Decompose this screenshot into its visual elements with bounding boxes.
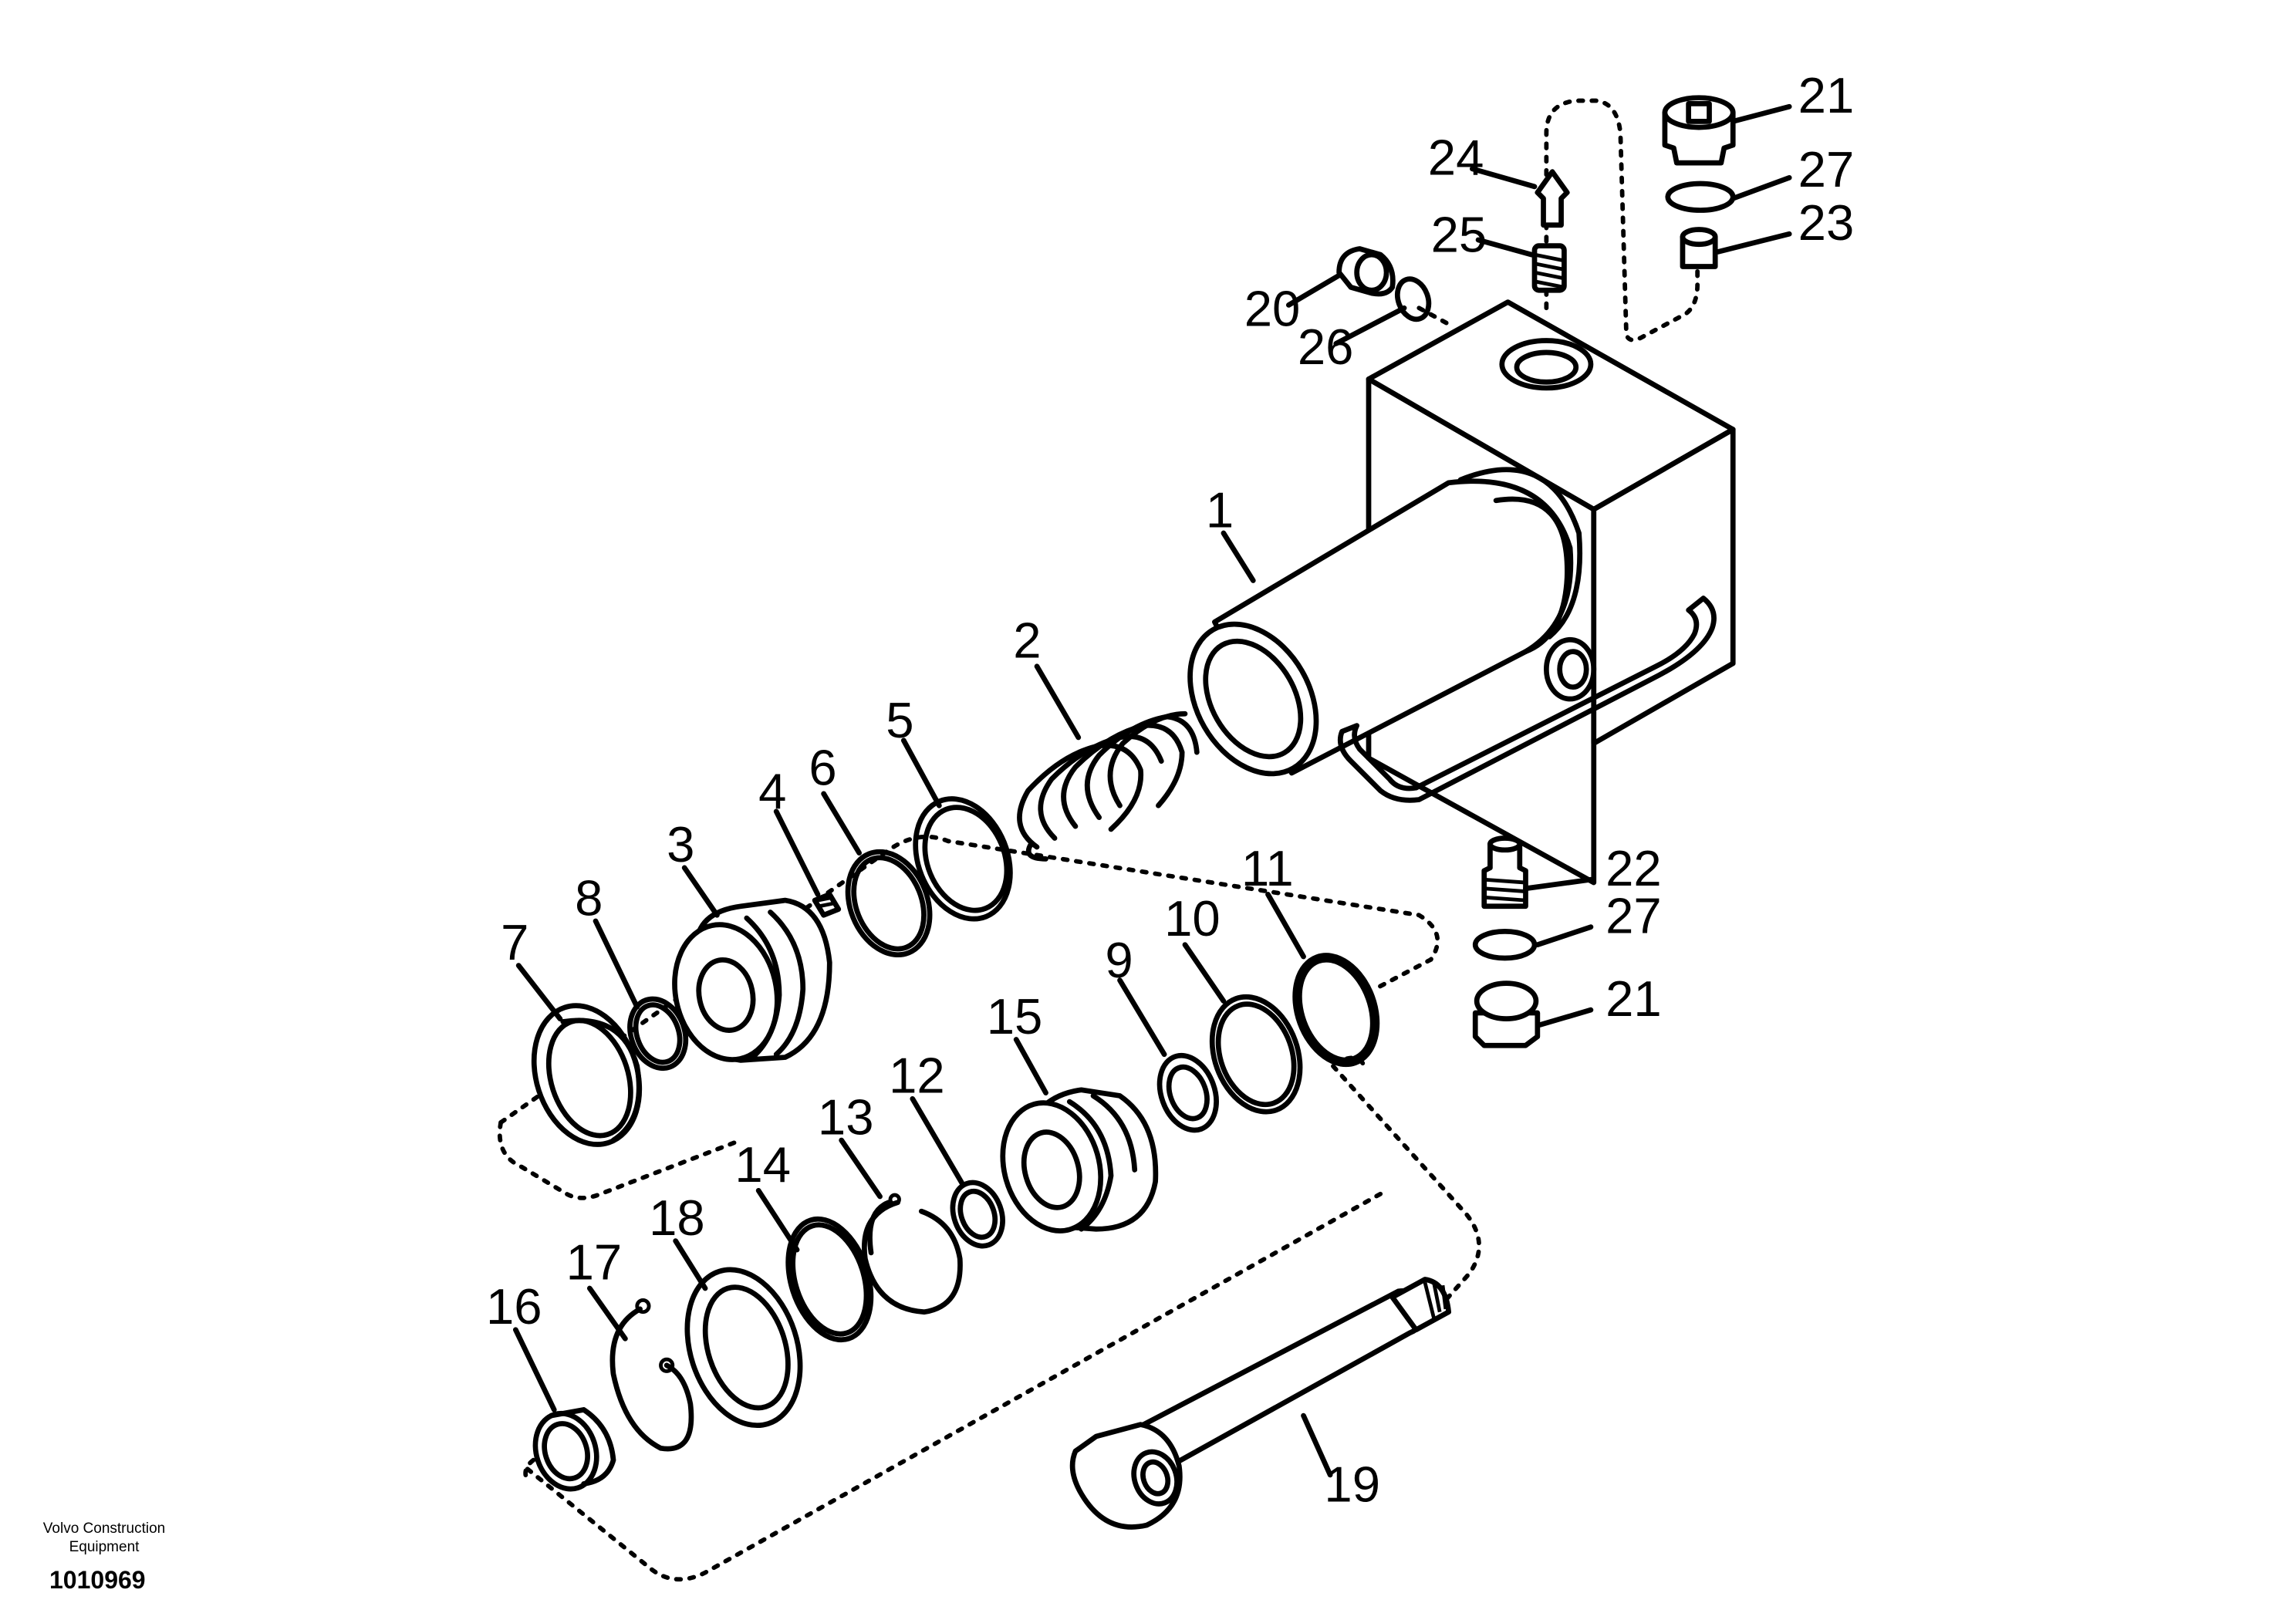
callout-27-top: 27 bbox=[1798, 141, 1855, 197]
plug-21-bottom bbox=[1472, 980, 1541, 1048]
manufacturer-line-2: Equipment bbox=[69, 1539, 140, 1555]
callout-5: 5 bbox=[886, 692, 913, 748]
callout-8: 8 bbox=[575, 869, 603, 926]
callout-7: 7 bbox=[501, 914, 528, 970]
document-number: 1010969 bbox=[49, 1566, 146, 1594]
o-ring-8 bbox=[627, 996, 689, 1072]
assembly-path-lines bbox=[497, 98, 1700, 1582]
callout-10: 10 bbox=[1164, 890, 1221, 947]
ring-9 bbox=[1156, 1052, 1219, 1133]
rod-guide-15 bbox=[1000, 1087, 1159, 1234]
callout-21-bottom: 21 bbox=[1606, 970, 1662, 1027]
snap-ring-13 bbox=[862, 1193, 963, 1315]
manufacturer-label: Volvo Construction Equipment bbox=[23, 1520, 185, 1557]
o-ring-14 bbox=[785, 1216, 874, 1343]
spring bbox=[1017, 710, 1200, 862]
snap-ring-17 bbox=[609, 1298, 694, 1452]
callout-13: 13 bbox=[818, 1088, 874, 1145]
o-ring-6 bbox=[845, 849, 933, 958]
callout-15: 15 bbox=[987, 988, 1043, 1045]
plug-20 bbox=[1336, 246, 1396, 297]
callout-12: 12 bbox=[889, 1048, 945, 1104]
callout-25: 25 bbox=[1431, 206, 1487, 262]
sleeve-7 bbox=[531, 1003, 643, 1147]
spring-25 bbox=[1531, 243, 1567, 293]
o-ring-27-top bbox=[1665, 181, 1736, 213]
callout-labels: 1 2 3 4 5 6 7 8 9 10 11 12 13 14 15 16 1… bbox=[486, 67, 1854, 1513]
callout-9: 9 bbox=[1105, 932, 1133, 988]
callout-14: 14 bbox=[734, 1136, 791, 1193]
plug-21-top bbox=[1662, 95, 1736, 166]
callout-23: 23 bbox=[1798, 194, 1855, 251]
nut-23 bbox=[1680, 227, 1718, 269]
callout-4: 4 bbox=[758, 763, 786, 819]
callout-21-top: 21 bbox=[1798, 67, 1855, 123]
ring-12 bbox=[950, 1180, 1005, 1249]
callout-18: 18 bbox=[649, 1190, 705, 1246]
callout-1: 1 bbox=[1206, 481, 1234, 538]
callout-17: 17 bbox=[566, 1234, 623, 1291]
manufacturer-line-1: Volvo Construction bbox=[42, 1520, 166, 1537]
callout-27-bottom: 27 bbox=[1606, 887, 1662, 943]
callout-24: 24 bbox=[1428, 130, 1484, 186]
callout-6: 6 bbox=[809, 739, 836, 795]
piston-rod bbox=[1069, 1277, 1452, 1530]
bushing-16 bbox=[532, 1407, 616, 1492]
leader-lines bbox=[512, 103, 1792, 1478]
o-ring-27-bottom bbox=[1472, 929, 1538, 961]
nipple-22 bbox=[1481, 835, 1528, 910]
callout-26: 26 bbox=[1298, 319, 1354, 375]
callout-2: 2 bbox=[1013, 612, 1041, 668]
o-ring-11 bbox=[1292, 953, 1380, 1068]
callout-16: 16 bbox=[486, 1278, 542, 1335]
callout-3: 3 bbox=[667, 816, 694, 872]
piston bbox=[672, 897, 832, 1063]
ring-18 bbox=[684, 1267, 803, 1429]
callout-22: 22 bbox=[1606, 840, 1662, 896]
callout-20: 20 bbox=[1244, 280, 1301, 336]
o-ring-26 bbox=[1394, 276, 1432, 322]
callout-19: 19 bbox=[1324, 1456, 1380, 1512]
set-screw bbox=[812, 892, 842, 918]
cylinder-housing bbox=[1187, 299, 1736, 886]
callout-11: 11 bbox=[1241, 840, 1294, 896]
valve-poppet-24 bbox=[1535, 169, 1570, 228]
ring-10 bbox=[1209, 994, 1303, 1115]
ring-5 bbox=[913, 796, 1013, 922]
